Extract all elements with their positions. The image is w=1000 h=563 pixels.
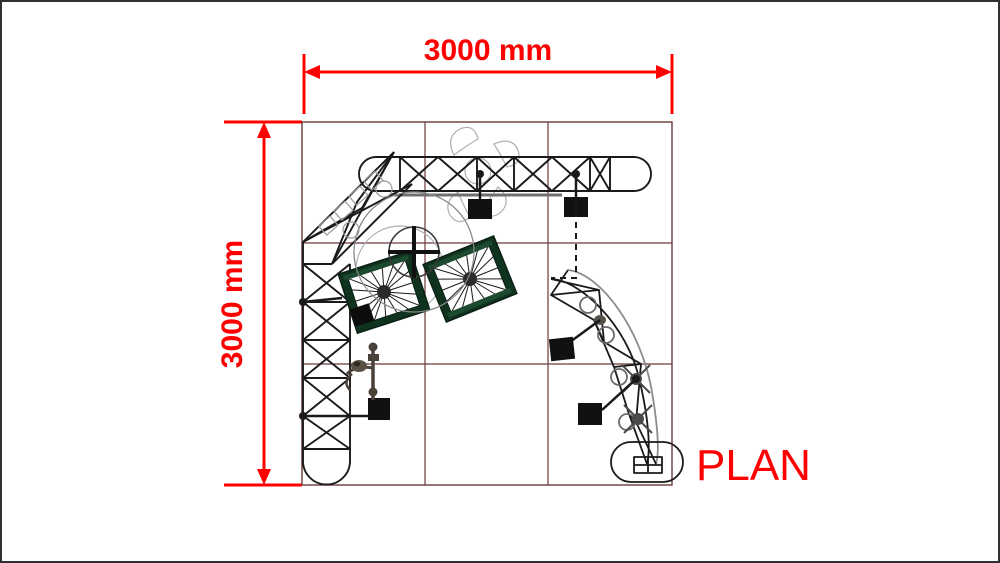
right-truss-hub-2 xyxy=(632,413,644,425)
diag-chord-inner xyxy=(331,183,413,265)
dimension-label-horizontal: 3000 mm xyxy=(424,34,552,67)
upper-left-diagonal-truss xyxy=(302,151,413,265)
diag-brace-x1 xyxy=(302,183,413,243)
diag-equip-circle-2 xyxy=(375,180,393,198)
display-panel-left-corner-block xyxy=(349,303,375,327)
diag-equipment-details xyxy=(318,170,393,239)
display-panel-left xyxy=(337,249,431,335)
right-brace-zig-b xyxy=(550,278,657,465)
right-curved-truss xyxy=(550,269,684,483)
display-panel-left-top-strip xyxy=(343,254,410,281)
display-panel-right-hub xyxy=(463,272,477,286)
cable-run-dashed xyxy=(551,178,577,279)
clamp-head-inner xyxy=(354,361,360,367)
display-panel-right-bottom-strip xyxy=(447,287,513,318)
ghost-fan-blade-1 xyxy=(450,126,479,156)
crosshair-outer-circle xyxy=(353,191,475,313)
diag-equip-rect-1 xyxy=(318,215,339,236)
floor-fixture-node-right xyxy=(632,375,640,383)
hanging-fixture-1 xyxy=(468,199,492,219)
right-truss-base-cap xyxy=(610,441,684,483)
right-curve-chord-inner xyxy=(567,269,659,465)
view-title-plan: PLAN xyxy=(696,441,811,490)
floor-fixture-node-left xyxy=(299,412,307,420)
hanging-node-1 xyxy=(476,170,484,178)
right-truss-fixture-circle-3 xyxy=(610,368,628,386)
diag-chord-outer xyxy=(302,151,395,243)
right-truss-fixture-circle-1 xyxy=(579,296,597,314)
dim-arrow-up-icon xyxy=(257,122,271,138)
hanging-fixture-2 xyxy=(564,197,588,217)
floor-fixtures xyxy=(299,296,640,425)
center-crosshair-marker xyxy=(353,191,475,313)
diag-equip-circle-1 xyxy=(342,221,360,239)
right-brace-3 xyxy=(613,363,642,368)
floor-fixture-left xyxy=(368,398,390,420)
right-truss-fixture-circle-2 xyxy=(597,326,615,344)
display-panel-right xyxy=(422,235,518,323)
display-panel-left-hub xyxy=(377,285,391,299)
dimension-horizontal-top: 3000 mm xyxy=(302,34,674,114)
display-panel-right-top-strip xyxy=(427,240,493,271)
floor-fixture-link-upper xyxy=(302,296,343,304)
clamp-hook xyxy=(345,373,353,391)
left-vertical-truss xyxy=(302,263,351,486)
clamp-bottom-knob xyxy=(368,387,378,397)
dim-arrow-right-icon xyxy=(656,65,672,79)
dimension-vertical-left: 3000 mm xyxy=(216,120,302,487)
dimension-label-vertical: 3000 mm xyxy=(216,240,249,368)
dim-arrow-down-icon xyxy=(257,469,271,485)
diag-equip-rect-3 xyxy=(348,185,369,206)
diag-brace-x2 xyxy=(331,151,395,265)
floor-fixture-right-lower xyxy=(578,403,602,425)
hanging-fixtures xyxy=(468,170,588,279)
floor-fixture-node-upper xyxy=(299,298,307,306)
dim-arrow-left-icon xyxy=(304,65,320,79)
clamp-bracket-detail xyxy=(345,342,379,400)
truss-top-end-cap-left xyxy=(358,156,401,192)
hanging-node-2 xyxy=(572,170,580,178)
floor-fixture-link-right-lower xyxy=(601,378,637,411)
floor-fixture-right-upper xyxy=(548,336,576,362)
left-truss-end-cap-bottom xyxy=(302,448,351,486)
clamp-head xyxy=(351,360,367,372)
diag-equip-rect-2 xyxy=(333,200,354,221)
diag-brace-b xyxy=(331,151,395,265)
clamp-top-knob xyxy=(368,342,378,352)
left-zigzag-b xyxy=(302,263,351,450)
right-brace-1 xyxy=(550,289,600,296)
clamp-collar xyxy=(368,354,379,361)
floor-fixture-link-right-upper xyxy=(569,318,601,344)
truss-top-end-cap-right xyxy=(609,156,652,192)
